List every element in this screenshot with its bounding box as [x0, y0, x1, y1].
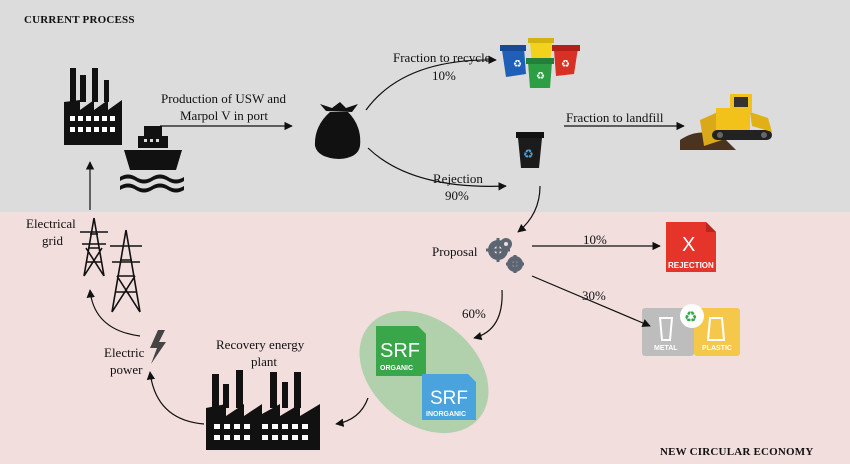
proposal-label: Proposal — [432, 244, 478, 259]
circular-economy-title: NEW CIRCULAR ECONOMY — [660, 446, 814, 458]
rejection-badge: X REJECTION — [666, 222, 716, 272]
electrical-grid-label-line2: grid — [42, 233, 63, 248]
svg-text:♻: ♻ — [684, 309, 697, 326]
rejection-badge-label: REJECTION — [668, 261, 714, 270]
svg-text:♻: ♻ — [513, 59, 522, 70]
svg-text:♻: ♻ — [561, 59, 570, 70]
arrow-proposal-to-recycle — [531, 275, 651, 327]
electric-power-label-line2: power — [110, 362, 143, 377]
recycle-percentage: 10% — [432, 68, 456, 83]
proposal-recycle-percentage: 30% — [582, 288, 606, 303]
lightning-icon — [150, 330, 166, 364]
trash-bag-icon — [314, 102, 361, 159]
arrow-bin-to-proposal — [517, 185, 541, 233]
proposal-srf-percentage: 60% — [462, 306, 486, 321]
srf-inorganic-title: SRF — [430, 388, 468, 409]
electrical-grid-label-line1: Electrical — [26, 216, 76, 231]
electric-power-label-line1: Electric — [104, 345, 145, 360]
arrow-power-to-grid — [86, 289, 141, 337]
production-label-line2: Marpol V in port — [180, 108, 268, 123]
srf-organic-title: SRF — [380, 340, 420, 362]
bulldozer-icon — [680, 94, 772, 150]
recycle-bins-icon: ♻ ♻ ♻ — [500, 38, 580, 88]
proposal-rejection-percentage: 10% — [583, 232, 607, 247]
srf-inorganic-label: INORGANIC — [426, 411, 466, 418]
rejection-x: X — [682, 234, 695, 256]
svg-text:♻: ♻ — [523, 147, 534, 161]
flow-arrows — [85, 55, 685, 427]
srf-organic-badge: SRF ORGANIC — [376, 326, 426, 376]
arrow-srf-to-plant — [335, 397, 369, 427]
ship-icon — [120, 126, 184, 193]
current-process-title: CURRENT PROCESS — [24, 14, 135, 26]
current-process-region — [0, 0, 850, 212]
rejection-percentage: 90% — [445, 188, 469, 203]
arrow-bag-to-rejection — [367, 147, 507, 191]
rejection-label: Rejection — [433, 171, 483, 186]
svg-text:♻: ♻ — [536, 71, 545, 82]
pylon-icon — [80, 217, 142, 313]
arrow-bag-to-recycle — [365, 55, 497, 111]
factory-plant-icon — [206, 370, 320, 450]
srf-inorganic-badge: SRF INORGANIC — [422, 374, 476, 420]
recovery-plant-label-line1: Recovery energy — [216, 337, 305, 352]
recovery-plant-label-line2: plant — [251, 354, 277, 369]
production-label-line1: Production of USW and — [161, 91, 287, 106]
arrow-plant-to-power — [146, 371, 205, 425]
arrow-proposal-to-srf — [473, 289, 503, 341]
gears-icon — [486, 238, 524, 273]
factory-icon — [64, 68, 122, 145]
metal-label: METAL — [654, 345, 678, 352]
plastic-label: PLASTIC — [702, 345, 732, 352]
srf-organic-label: ORGANIC — [380, 365, 413, 372]
recycle-bin-icon: ♻ — [516, 132, 544, 168]
fraction-landfill-label: Fraction to landfill — [566, 110, 664, 125]
fraction-recycle-label: Fraction to recycle — [393, 50, 491, 65]
metal-plastic-badge: ♻ METAL PLASTIC — [642, 304, 740, 356]
